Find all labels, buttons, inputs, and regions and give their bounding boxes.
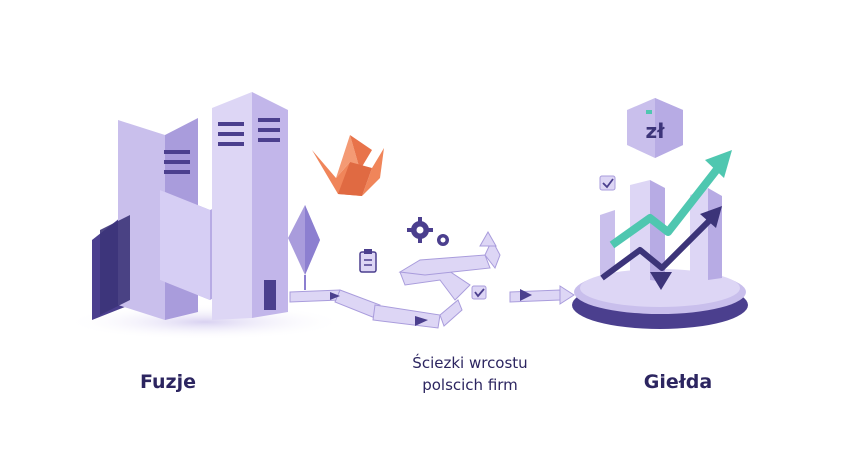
- label-mergers: Fuzje: [139, 371, 197, 393]
- path-arrowheads: [330, 289, 532, 326]
- origami-crane-icon: [312, 135, 384, 196]
- trend-arrow: [600, 206, 722, 290]
- rising-arrow: [609, 150, 732, 249]
- clipboard-icon: [359, 249, 377, 273]
- currency-badge-icon: zł: [627, 98, 683, 158]
- gears-icon: [407, 217, 449, 246]
- growth-path: [289, 230, 575, 329]
- checkbox-icon: [471, 285, 487, 300]
- checkbox-icon: [599, 175, 616, 191]
- merger-buildings: [65, 92, 345, 340]
- currency-badge-text: zł: [645, 119, 665, 143]
- label-stock-exchange: Giełda: [643, 371, 713, 393]
- label-growth-paths-line2: polscich firm: [422, 376, 518, 394]
- label-growth-paths-line1: Ściezki wrcostu: [412, 354, 528, 372]
- stock-exchange-platform: [572, 180, 748, 329]
